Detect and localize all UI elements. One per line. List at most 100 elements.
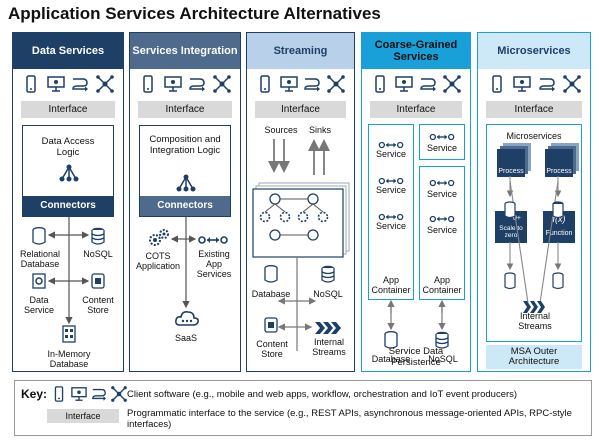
data-access-box: Data Access Logic Connectors [22, 125, 114, 217]
saas-label: SaaS [174, 333, 198, 343]
streaming-flows [252, 139, 350, 351]
integration-logic-label: Composition and Integration Logic [149, 134, 221, 156]
column-heading: Microservices [478, 33, 590, 69]
service-arrows-icon [426, 175, 458, 193]
content-store-icon [91, 273, 105, 294]
mobile-icon [22, 75, 40, 98]
content-store-icon [264, 317, 278, 338]
process-node [497, 149, 525, 177]
column-services-integration: Services Integration Interface Compositi… [129, 32, 241, 372]
app-container-right: Service Service App Container [419, 166, 465, 300]
nosql-icon [321, 265, 335, 288]
iot-network-icon [111, 386, 127, 407]
database-icon [384, 331, 398, 354]
process-node [545, 149, 573, 177]
in-memory-db-label: In-Memory Database [47, 349, 91, 369]
mobile-icon [371, 75, 389, 98]
cots-label: COTS Application [135, 251, 181, 271]
microservices-label: Microservices [506, 131, 562, 141]
service-arrows-icon [426, 211, 458, 229]
service-arrows-icon [375, 173, 407, 191]
mobile-icon [256, 75, 274, 98]
monitor-icon [71, 386, 87, 407]
integration-connections [170, 217, 197, 309]
connectors-bar: Connectors [23, 196, 113, 216]
process-label: Process [498, 168, 524, 175]
key-client-description: Client software (e.g., mobile and web ap… [127, 389, 518, 400]
column-heading: Streaming [247, 33, 354, 69]
gears-icon [148, 229, 170, 252]
workflow-icon [303, 75, 321, 98]
iot-network-icon [327, 75, 345, 98]
msa-outer-architecture-bar [486, 345, 582, 369]
column-heading: Data Services [13, 33, 123, 69]
column-microservices: Microservices Interface Microservices Pr… [477, 32, 591, 372]
nosql-label: NoSQL [83, 249, 113, 259]
service-arrows-icon [196, 233, 230, 251]
client-icons [362, 75, 470, 98]
client-icons [478, 75, 590, 98]
content-store-label: Content Store [82, 295, 114, 315]
monitor-icon [395, 75, 413, 98]
relational-db-label: Relational Database [19, 249, 61, 269]
sinks-label: Sinks [308, 125, 331, 135]
integration-logic-box: Composition and Integration Logic Connec… [139, 125, 231, 217]
function-label: Function [545, 230, 573, 237]
service-label: Service [426, 143, 457, 153]
iot-network-icon [443, 75, 461, 98]
monitor-icon [512, 75, 531, 98]
interface-bar: Interface [370, 101, 462, 118]
iot-network-icon [212, 75, 231, 98]
interface-bar: Interface [138, 101, 232, 118]
column-heading: Coarse-Grained Services [362, 33, 470, 69]
app-container-label: App Container [371, 275, 411, 295]
key-label: Key: [21, 387, 48, 401]
nosql-icon [91, 227, 105, 250]
service-data-persistence-label: Service Data Persistence [388, 346, 444, 368]
existing-services-label: Existing App Services [196, 249, 232, 279]
zero-plus-label: 0+ [513, 215, 521, 222]
client-icons [247, 75, 354, 98]
column-heading: Services Integration [130, 33, 240, 69]
page-title: Application Services Architecture Altern… [8, 4, 381, 23]
iot-network-icon [562, 75, 581, 98]
client-icons [130, 75, 240, 98]
mobile-icon [488, 75, 506, 98]
database-icon [264, 265, 278, 288]
nosql-label: NoSQL [428, 354, 458, 364]
interface-bar: Interface [486, 101, 582, 118]
app-container-label: App Container [422, 275, 462, 295]
workflow-icon [419, 75, 437, 98]
sources-label: Sources [264, 125, 298, 135]
micro-connections [504, 176, 564, 313]
memory-db-icon [62, 325, 76, 348]
database-label: Database [251, 289, 291, 299]
key-interface-swatch: Interface [47, 409, 119, 423]
key-client-icons [51, 386, 127, 407]
internal-streams-label: Internal Streams [518, 311, 552, 331]
data-access-logic-label: Data Access Logic [41, 136, 95, 158]
service-label: Service [426, 189, 457, 199]
service-arrows-icon [426, 129, 458, 147]
data-services-connections [47, 217, 90, 325]
interface-bar: Interface [21, 101, 115, 118]
workflow-icon [538, 75, 556, 98]
service-arrows-icon [375, 209, 407, 227]
mobile-icon [139, 75, 157, 98]
nosql-label: NoSQL [313, 289, 343, 299]
hierarchy-icon [59, 164, 79, 187]
column-streaming: Streaming Interface Sources Sinks [246, 32, 355, 372]
column-coarse-grained: Coarse-Grained Services Interface Servic… [361, 32, 471, 372]
process-label: Process [546, 168, 572, 175]
workflow-icon [71, 75, 89, 98]
service-label: Service [375, 185, 406, 195]
content-store-label: Content Store [256, 339, 288, 359]
key-legend: Key: Client software (e.g., mobile and w… [14, 380, 592, 436]
column-data-services: Data Services Interface Data Access Logi… [12, 32, 124, 372]
database-label: Database [371, 354, 411, 364]
interface-bar: Interface [255, 101, 346, 118]
stream-chevrons-icon [315, 321, 341, 339]
monitor-icon [164, 75, 182, 98]
workflow-icon [188, 75, 206, 98]
client-icons [13, 75, 123, 98]
